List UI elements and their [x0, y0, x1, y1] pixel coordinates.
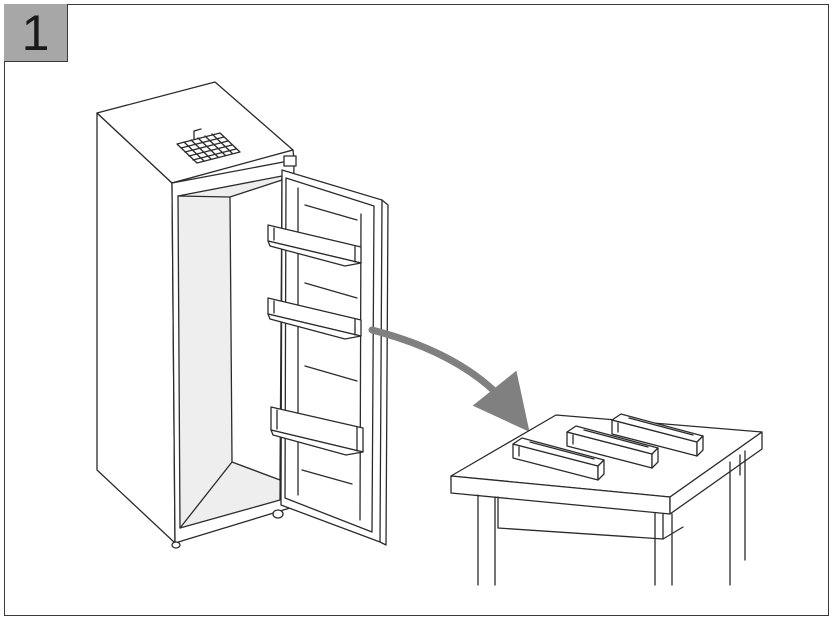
step-badge: 1 [4, 4, 68, 62]
removed-shelf-3 [611, 413, 704, 457]
fridge-back-wall [229, 179, 283, 481]
table-edge-side [669, 431, 763, 515]
fridge-door [280, 169, 389, 546]
fridge-foot [171, 541, 181, 549]
table-leg-front-right [654, 512, 673, 586]
fridge-illustration [96, 81, 297, 549]
removed-shelf-2 [566, 425, 659, 469]
door-shelf-top [267, 224, 362, 267]
curved-arrow-icon [368, 326, 530, 432]
removed-shelf-1 [512, 437, 605, 481]
door-shelf-middle [267, 297, 362, 340]
step-number: 1 [21, 4, 50, 61]
door-shelf-bottom [270, 406, 364, 456]
vent-grid-icon [176, 128, 241, 164]
table-leg-front-left [477, 494, 496, 586]
table-leg-back-right [729, 450, 746, 586]
door-ridges [301, 204, 358, 485]
door-hinge-top [283, 155, 297, 167]
fridge-side-panel [96, 112, 176, 544]
door-hinge-bottom [272, 509, 284, 519]
